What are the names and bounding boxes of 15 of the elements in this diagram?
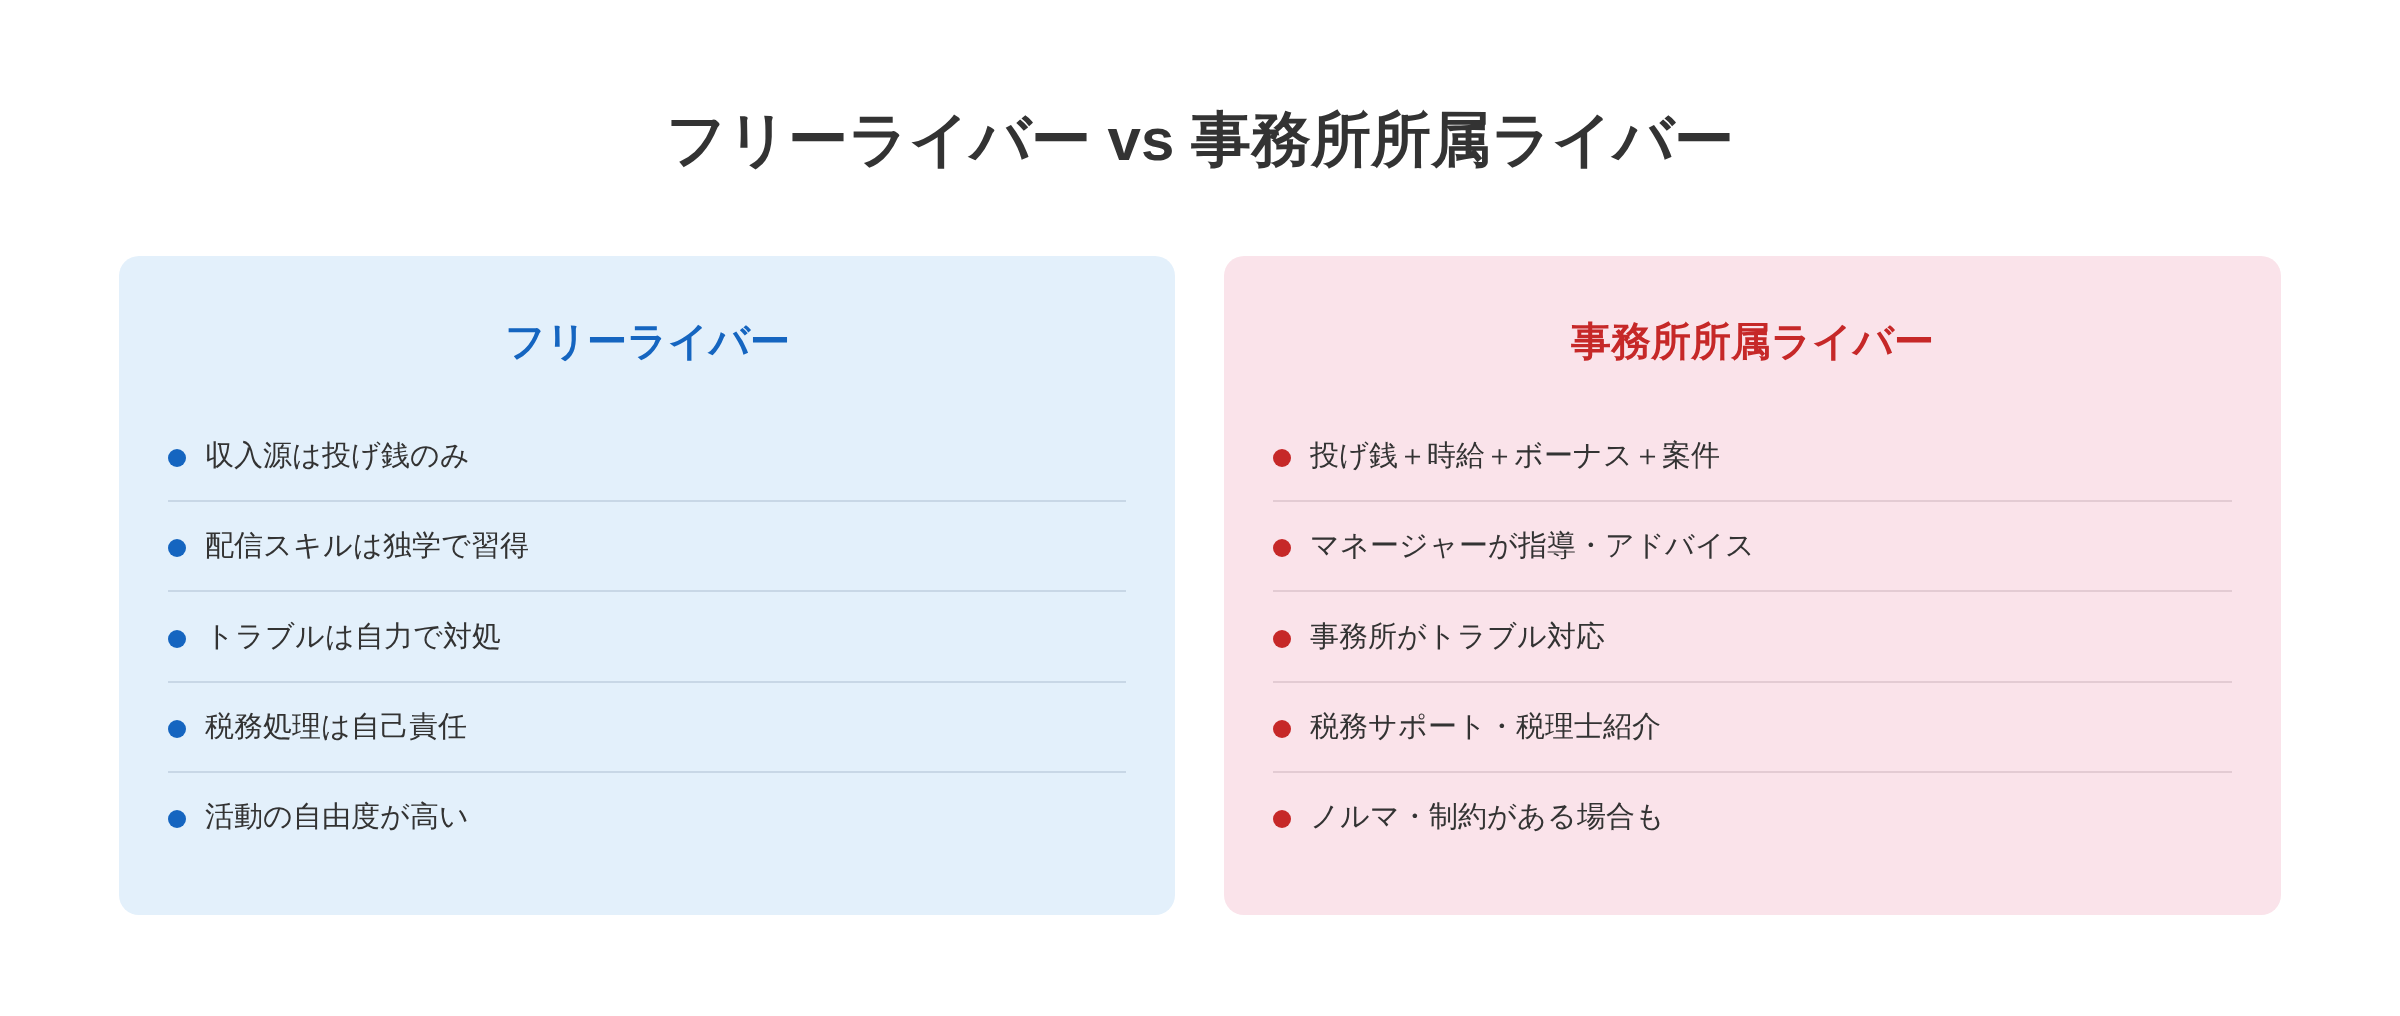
list-item-text: 事務所がトラブル対応 [1310, 618, 1605, 654]
diagram-title: フリーライバー vs 事務所所属ライバー [665, 105, 1735, 175]
list-item-text: トラブルは自力で対処 [205, 618, 501, 654]
list-item-text: 税務処理は自己責任 [205, 708, 467, 744]
list-item-text: 収入源は投げ銭のみ [205, 438, 470, 473]
comparison-panel [1224, 256, 2281, 915]
panel-heading: 事務所所属ライバー [1571, 318, 1934, 365]
list-item-text: 投げ銭＋時給＋ボーナス＋案件 [1310, 438, 1720, 473]
panel-heading: フリーライバー [504, 318, 790, 365]
list-item-text: 配信スキルは独学で習得 [205, 528, 529, 564]
list-item-text: マネージャーが指導・アドバイス [1310, 528, 1755, 564]
list-item-text: 税務サポート・税理士紹介 [1310, 708, 1661, 744]
list-item-text: ノルマ・制約がある場合も [1310, 799, 1665, 835]
list-item-text: 活動の自由度が高い [205, 799, 469, 835]
comparison-panel [119, 256, 1175, 915]
